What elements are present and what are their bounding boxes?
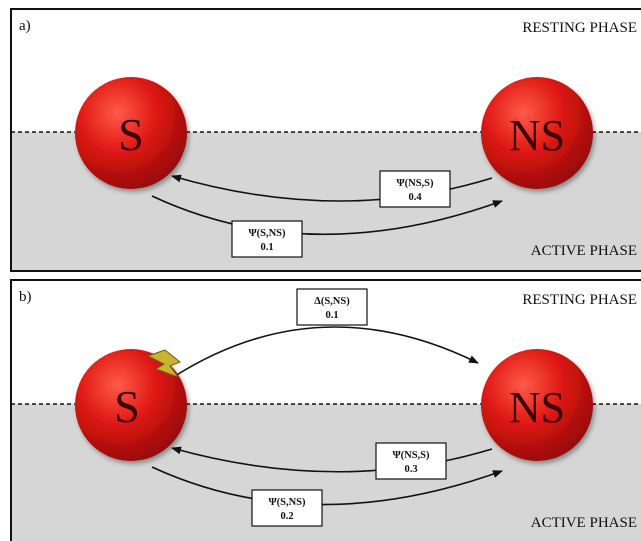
panel-label: b) bbox=[19, 289, 32, 305]
svg-text:Ψ(NS,S): Ψ(NS,S) bbox=[392, 450, 430, 461]
transition-label-s-ns: Ψ(S,NS) 0.2 bbox=[251, 489, 323, 527]
transition-label-ns-s: Ψ(NS,S) 0.3 bbox=[375, 442, 447, 480]
svg-text:Ψ(NS,S): Ψ(NS,S) bbox=[396, 178, 434, 189]
arrow-ns-to-s bbox=[171, 446, 493, 473]
svg-text:0.2: 0.2 bbox=[280, 511, 293, 522]
svg-text:0.3: 0.3 bbox=[404, 464, 417, 475]
svg-text:0.4: 0.4 bbox=[408, 192, 422, 203]
resting-phase-label: RESTING PHASE bbox=[522, 292, 637, 308]
panel-frame bbox=[10, 8, 641, 272]
panel-frame bbox=[10, 279, 641, 541]
svg-text:0.1: 0.1 bbox=[260, 242, 273, 253]
svg-text:0.1: 0.1 bbox=[325, 310, 338, 321]
lightning-bolt-icon bbox=[146, 349, 181, 379]
node-s: S bbox=[75, 77, 187, 189]
node-ns: NS bbox=[481, 349, 593, 461]
node-ns-label: NS bbox=[509, 383, 565, 432]
node-s-label: S bbox=[118, 109, 144, 160]
node-ns-label: NS bbox=[509, 111, 565, 160]
panel-label: a) bbox=[19, 18, 31, 34]
node-s: S bbox=[75, 349, 187, 461]
arrow-ns-to-s bbox=[171, 174, 493, 202]
panel-a: a) RESTING PHASE ACTIVE PHASE S NS Ψ(NS,… bbox=[10, 8, 641, 272]
svg-text:Ψ(S,NS): Ψ(S,NS) bbox=[268, 497, 306, 508]
transition-label-s-ns: Ψ(S,NS) 0.1 bbox=[231, 220, 303, 258]
svg-text:Ψ(S,NS): Ψ(S,NS) bbox=[248, 228, 286, 239]
transition-label-delta-s-ns: Δ(S,NS) 0.1 bbox=[296, 288, 368, 326]
node-s-label: S bbox=[114, 381, 140, 432]
active-phase-label: ACTIVE PHASE bbox=[531, 515, 637, 531]
arrow-delta-s-to-ns bbox=[174, 326, 479, 377]
active-phase-label: ACTIVE PHASE bbox=[531, 243, 637, 259]
resting-phase-label: RESTING PHASE bbox=[522, 20, 637, 36]
node-ns: NS bbox=[481, 77, 593, 189]
transition-label-ns-s: Ψ(NS,S) 0.4 bbox=[379, 170, 451, 208]
svg-text:Δ(S,NS): Δ(S,NS) bbox=[314, 296, 350, 307]
panel-b: b) RESTING PHASE ACTIVE PHASE S NS Δ(S,N… bbox=[10, 279, 641, 541]
arrow-s-to-ns bbox=[151, 195, 503, 236]
